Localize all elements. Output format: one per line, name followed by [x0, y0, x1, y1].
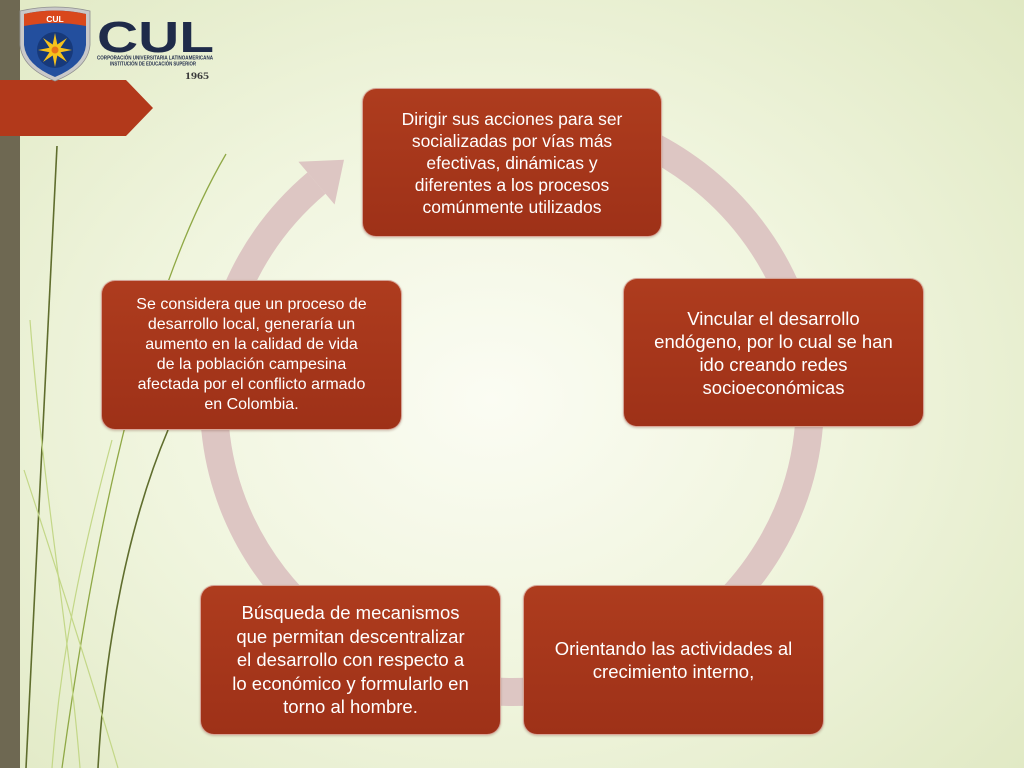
node-text-line: aumento en la calidad de vida	[145, 336, 358, 353]
logo-year: 1965	[185, 72, 209, 82]
node-text-line: el desarrollo con respecto a	[236, 649, 465, 671]
banner-shape	[0, 80, 153, 136]
star-center	[51, 46, 59, 54]
cycle-node-bottom-left: Búsqueda de mecanismos que permitan desc…	[200, 585, 501, 735]
cycle-node-right: Vincular el desarrollo endógeno, por lo …	[623, 278, 924, 427]
cycle-arrowhead	[298, 159, 344, 205]
node-text-line: Vincular el desarrollo	[687, 307, 860, 329]
node-text-line: Búsqueda de mecanismos	[241, 602, 460, 624]
node-text-line: Se considera que un proceso de	[136, 296, 367, 313]
node-text-line: socioeconómicas	[702, 376, 845, 398]
node-text-line: Orientando las actividades al	[554, 638, 793, 659]
node-text-line: efectivas, dinámicas y	[426, 152, 598, 173]
node-text-line: Dirigir sus acciones para ser	[401, 108, 623, 129]
cycle-node-left: Se considera que un proceso de desarroll…	[101, 280, 402, 430]
node-text-line: ido creando redes	[699, 353, 848, 375]
side-strip	[0, 0, 20, 768]
node-text-line: endógeno, por lo cual se han	[654, 330, 893, 352]
node-text-line: lo económico y formularlo en	[232, 672, 469, 694]
decorative-line	[25, 145, 58, 768]
decorative-line	[51, 439, 113, 768]
node-text-line: de la población campesina	[156, 356, 347, 373]
logo-wordmark: CUL	[97, 13, 214, 62]
node-text-line: que permitan descentralizar	[236, 625, 465, 647]
decorative-line	[29, 319, 81, 768]
logo-subtitle-line2: INSTITUCIÓN DE EDUCACIÓN SUPERIOR	[110, 60, 196, 68]
node-text-line: crecimiento interno,	[592, 661, 755, 682]
shield-text: CUL	[46, 14, 63, 24]
logo: CUL CUL CORPORACIÓN UNIVERSITARIA LATINO…	[19, 6, 214, 82]
node-text-line: comúnmente utilizados	[422, 196, 602, 217]
node-text-line: en Colombia.	[204, 396, 299, 413]
node-text-line: desarrollo local, generaría un	[147, 316, 356, 333]
node-text-line: diferentes a los procesos	[414, 174, 610, 195]
cycle-node-bottom-right: Orientando las actividades al crecimient…	[523, 585, 824, 735]
decorative-line	[97, 429, 169, 768]
node-text-line: torno al hombre.	[283, 696, 418, 718]
title-banner	[0, 80, 153, 136]
node-text-line: afectada por el conflicto armado	[137, 376, 366, 393]
node-text-line: socializadas por vías más	[411, 130, 613, 151]
cycle-node-top: Dirigir sus acciones para ser socializad…	[362, 88, 662, 237]
logo-shield: CUL	[19, 6, 91, 82]
shield-band	[24, 10, 86, 26]
logo-subtitle-line1: CORPORACIÓN UNIVERSITARIA LATINOAMERICAN…	[97, 54, 213, 62]
decorative-line	[23, 469, 119, 768]
